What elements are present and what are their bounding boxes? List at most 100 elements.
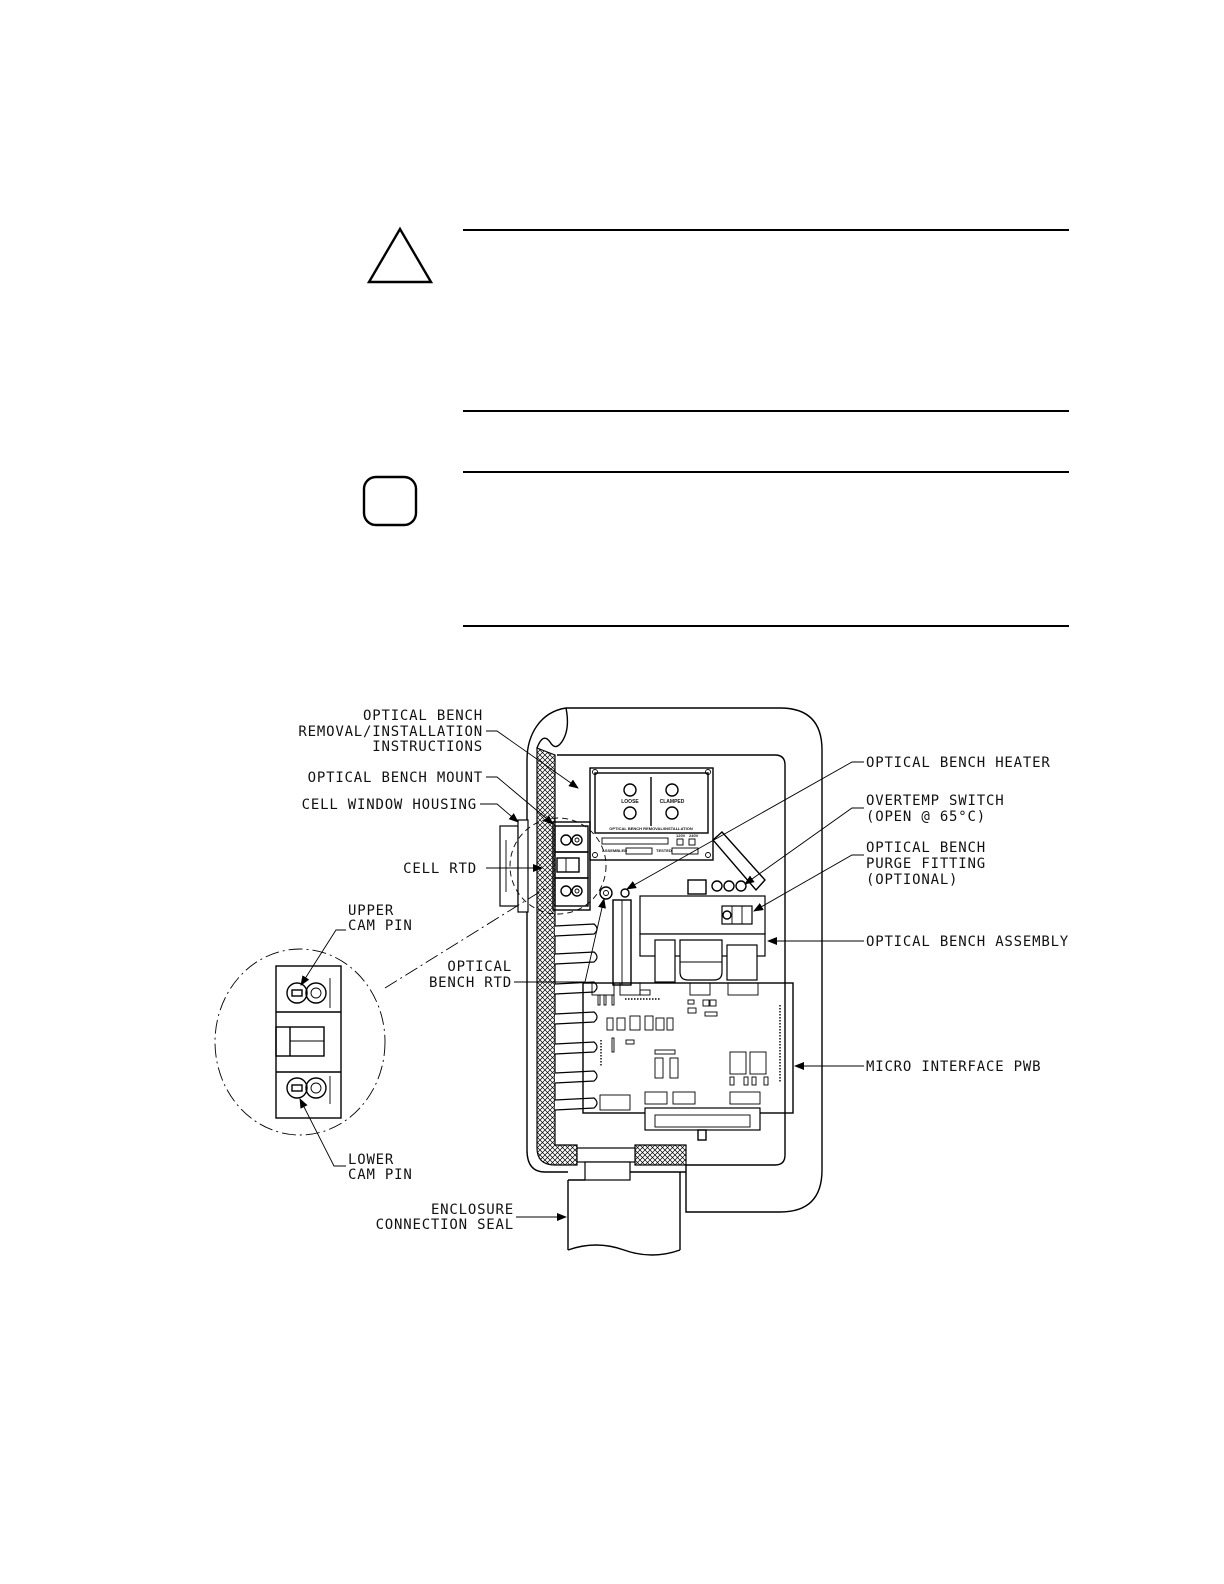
leader-overtemp-switch: [744, 807, 864, 885]
detail-lower-ring-inner: [310, 1082, 322, 1094]
pwb-component: [599, 1094, 631, 1111]
enclosure-bottom-wall-section: [634, 1144, 687, 1166]
heat-sink-fin: [554, 1041, 598, 1055]
upper-cam-pin-icon: [560, 834, 572, 846]
cam-pin-detail: [214, 948, 386, 1136]
bench-rtd-sensor-icon: [599, 886, 613, 900]
lower-cam-ring-inner: [574, 888, 580, 894]
plate-tested-field: [671, 847, 699, 855]
plate-120v: 120V: [676, 833, 686, 838]
label-cell-window-housing: CELL WINDOW HOUSING: [302, 797, 477, 813]
leader-bench-instructions: [486, 730, 579, 789]
lower-cam-ring-icon: [571, 885, 583, 897]
callout-labels: OPTICAL BENCH REMOVAL/INSTALLATION INSTR…: [298, 708, 1068, 1233]
overtemp-switch-icon: [723, 880, 735, 892]
detail-upper-cam-slot: [291, 989, 303, 997]
label-upper-cam-pin-1: UPPER: [348, 903, 394, 919]
bench-rtd-sensor-core: [603, 890, 609, 896]
label-enclosure-seal-2: CONNECTION SEAL: [376, 1217, 514, 1233]
enclosure-connection-seal: [567, 1147, 686, 1256]
pwb-component: [704, 1011, 718, 1017]
pwb-component: [669, 1057, 679, 1079]
detail-lower-ring-icon: [305, 1077, 327, 1099]
lower-cam-block: [554, 877, 589, 907]
plate-field: [601, 837, 669, 845]
pwb-component: [763, 1076, 769, 1086]
purge-fitting-nut: [721, 905, 753, 925]
label-purge-fitting-3: (OPTIONAL): [866, 872, 958, 888]
lower-cam-pin-icon: [560, 885, 572, 897]
cell-window-housing: [499, 819, 529, 913]
pwb-component: [625, 1039, 635, 1045]
heat-sink-fin: [554, 1097, 598, 1111]
plate-tested: TESTED: [656, 848, 672, 853]
pwb-component: [749, 1051, 767, 1075]
plate-clamped-label: CLAMPED: [660, 799, 685, 805]
enclosure-left-wall-edge: [526, 760, 568, 1173]
plate-assembled: ASSEMBLED: [602, 848, 627, 853]
label-purge-fitting-1: OPTICAL BENCH: [866, 840, 986, 856]
pwb-component: [654, 1049, 676, 1055]
pwb-component: [689, 982, 711, 996]
pwb-component: [727, 982, 759, 996]
cell-rtd-block: [554, 851, 589, 879]
plate-assembled-field: [625, 847, 653, 855]
overtemp-switch-icon: [735, 880, 747, 892]
pwb-component: [729, 1091, 761, 1105]
heat-sink-fin: [554, 923, 598, 937]
upper-cam-ring-inner: [574, 837, 580, 843]
pwb-component: [591, 982, 615, 996]
pwb-component: [666, 1017, 674, 1031]
label-lower-cam-pin-1: LOWER: [348, 1152, 394, 1168]
overtemp-switch-body: [687, 879, 707, 895]
label-bench-instructions-2: REMOVAL/INSTALLATION: [298, 724, 483, 740]
optical-bench-assembly: [639, 895, 766, 983]
label-bench-instructions-3: INSTRUCTIONS: [372, 739, 483, 755]
upper-cam-ring-icon: [571, 834, 583, 846]
instruction-plate: LOOSE CLAMPED OPTICAL BENCH REMOVAL/INST…: [589, 767, 714, 861]
pwb-component: [611, 994, 615, 1006]
seal-body: [584, 1161, 631, 1181]
label-bench-mount: OPTICAL BENCH MOUNT: [308, 770, 483, 786]
overtemp-switch-icon: [711, 880, 723, 892]
plate-panel: [594, 772, 709, 834]
housing-flange: [499, 825, 519, 907]
pwb-component: [629, 1015, 641, 1031]
plate-clamped-upper-icon: [665, 783, 679, 797]
heat-sink-fins: [554, 923, 598, 1111]
plate-240v: 240V: [689, 833, 699, 838]
pwb-component: [654, 1057, 664, 1079]
plate-screw-icon: [705, 769, 711, 775]
leader-bench-rtd: [514, 898, 606, 983]
heat-sink-fin: [554, 1011, 598, 1025]
label-overtemp-switch-2: (OPEN @ 65°C): [866, 809, 986, 825]
pwb-component: [619, 982, 641, 996]
pwb-component: [606, 1017, 614, 1031]
plate-title: OPTICAL BENCH REMOVAL/INSTALLATION: [609, 826, 693, 831]
pwb-component: [611, 1037, 615, 1053]
pwb-component: [672, 1091, 696, 1105]
pwb-component: [687, 999, 695, 1005]
detail-upper-cam-pin-icon: [286, 982, 308, 1004]
label-lower-cam-pin-2: CAM PIN: [348, 1167, 413, 1183]
bench-source-cylinder: [679, 939, 723, 981]
pwb-component: [603, 994, 607, 1006]
plate-checkbox: [688, 838, 696, 846]
label-bench-rtd-2: BENCH RTD: [429, 975, 512, 991]
plate-screw-icon: [592, 852, 598, 858]
pwb-component: [616, 1017, 626, 1031]
plate-loose-label: LOOSE: [621, 799, 639, 805]
pwb-component: [729, 1051, 747, 1075]
pwb-component: [644, 1091, 668, 1105]
micro-interface-pwb: [582, 982, 794, 1141]
pwb-component: [644, 1015, 654, 1031]
cell-assembly: [552, 821, 591, 911]
plate-outline: [589, 767, 714, 861]
leader-lines: [299, 730, 864, 1221]
leader-bench-mount: [486, 776, 554, 825]
pwb-component: [639, 989, 651, 996]
leader-upper-cam-pin: [300, 929, 346, 986]
label-bench-instructions-1: OPTICAL BENCH: [363, 708, 483, 724]
leader-purge-fitting: [753, 854, 864, 912]
